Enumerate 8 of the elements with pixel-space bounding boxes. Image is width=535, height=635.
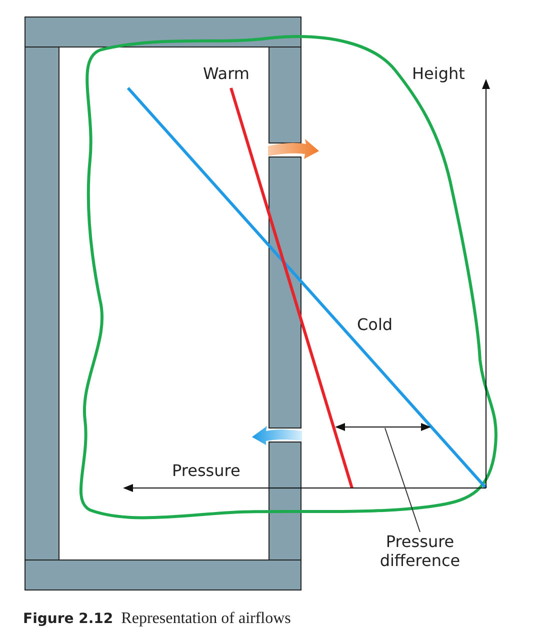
- double-arrow: [335, 423, 431, 431]
- axis-label: Warm: [203, 65, 250, 84]
- leader-line: [384, 428, 420, 532]
- axis-label: Height: [412, 65, 465, 84]
- axis-label: Pressure: [172, 462, 240, 480]
- figure-caption: Figure 2.12 Representation of airflows: [23, 610, 291, 628]
- axis-label: Cold: [357, 316, 393, 334]
- callout-text: Pressure difference: [365, 532, 475, 570]
